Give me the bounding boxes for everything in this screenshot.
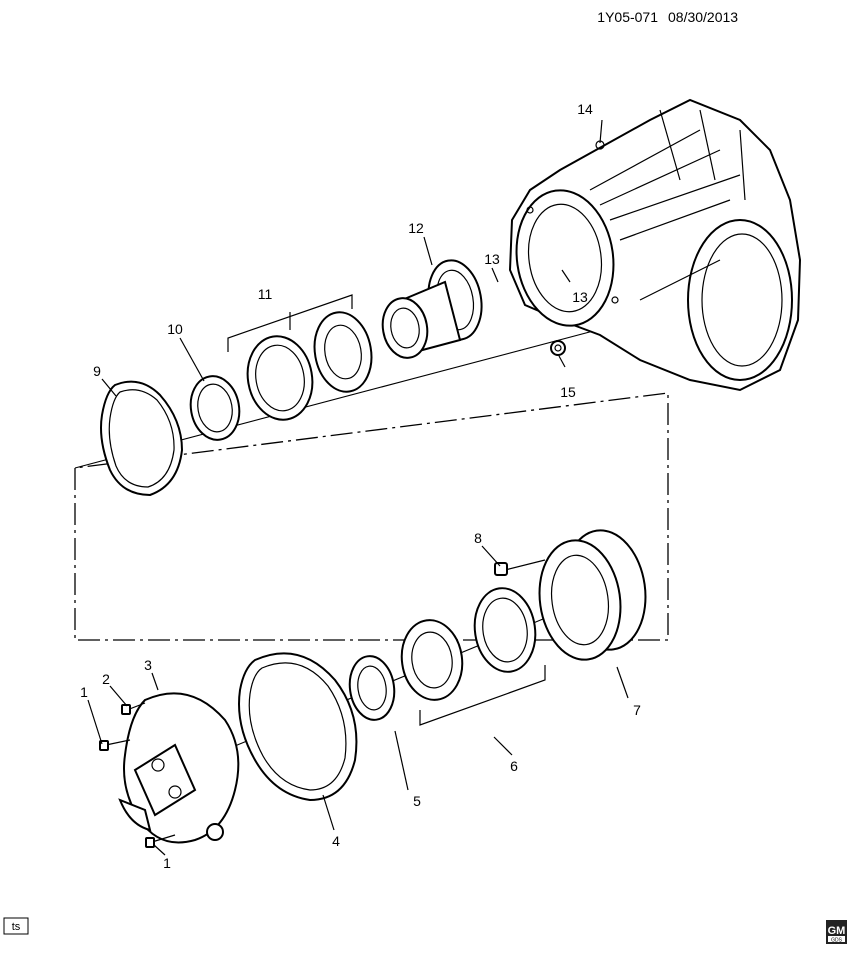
callout-11: 11 (258, 286, 273, 302)
transfer-case-housing (508, 98, 802, 392)
bracket-6 (419, 665, 546, 726)
cover-bolt-upper (99, 739, 131, 751)
leader-lines (87, 119, 629, 856)
callout-15: 15 (560, 384, 576, 400)
drain-plug (550, 340, 566, 356)
front-cover (118, 692, 240, 844)
assembly-path-line (74, 392, 669, 641)
gm-logo-bottom: GDS (831, 938, 843, 944)
diagram-id: 1Y05-071 (597, 9, 658, 25)
callout-5: 5 (413, 793, 421, 809)
callout-4: 4 (332, 833, 340, 849)
callout-9: 9 (93, 363, 101, 379)
bearing-assembly-upper (246, 311, 373, 421)
callout-1-upper: 1 (80, 684, 88, 700)
gm-logo: GM GDS (826, 920, 847, 944)
callout-1-lower: 1 (163, 855, 171, 871)
callout-13-upper: 13 (484, 251, 500, 267)
callout-7: 7 (633, 702, 641, 718)
ts-badge: ts (3, 917, 29, 935)
callout-13-lower: 13 (572, 289, 588, 305)
callout-12: 12 (408, 220, 424, 236)
gasket-lower (238, 652, 358, 802)
bearing-assembly-lower (400, 587, 537, 701)
oil-seal (348, 655, 396, 721)
callout-14: 14 (577, 101, 593, 117)
rear-retainer (538, 529, 647, 661)
ts-badge-label: ts (12, 921, 21, 933)
retainer-bolt (494, 559, 546, 576)
gasket-upper (100, 380, 184, 497)
callout-10: 10 (167, 321, 183, 337)
callout-6: 6 (510, 758, 518, 774)
race-ring (189, 375, 241, 441)
gm-logo-top: GM (828, 925, 846, 937)
callout-3: 3 (144, 657, 152, 673)
callout-2: 2 (102, 671, 110, 687)
output-shaft-gear (381, 259, 483, 359)
callout-8: 8 (474, 530, 482, 546)
cover-bolt-lower (145, 834, 176, 848)
diagram-date: 08/30/2013 (668, 9, 738, 25)
